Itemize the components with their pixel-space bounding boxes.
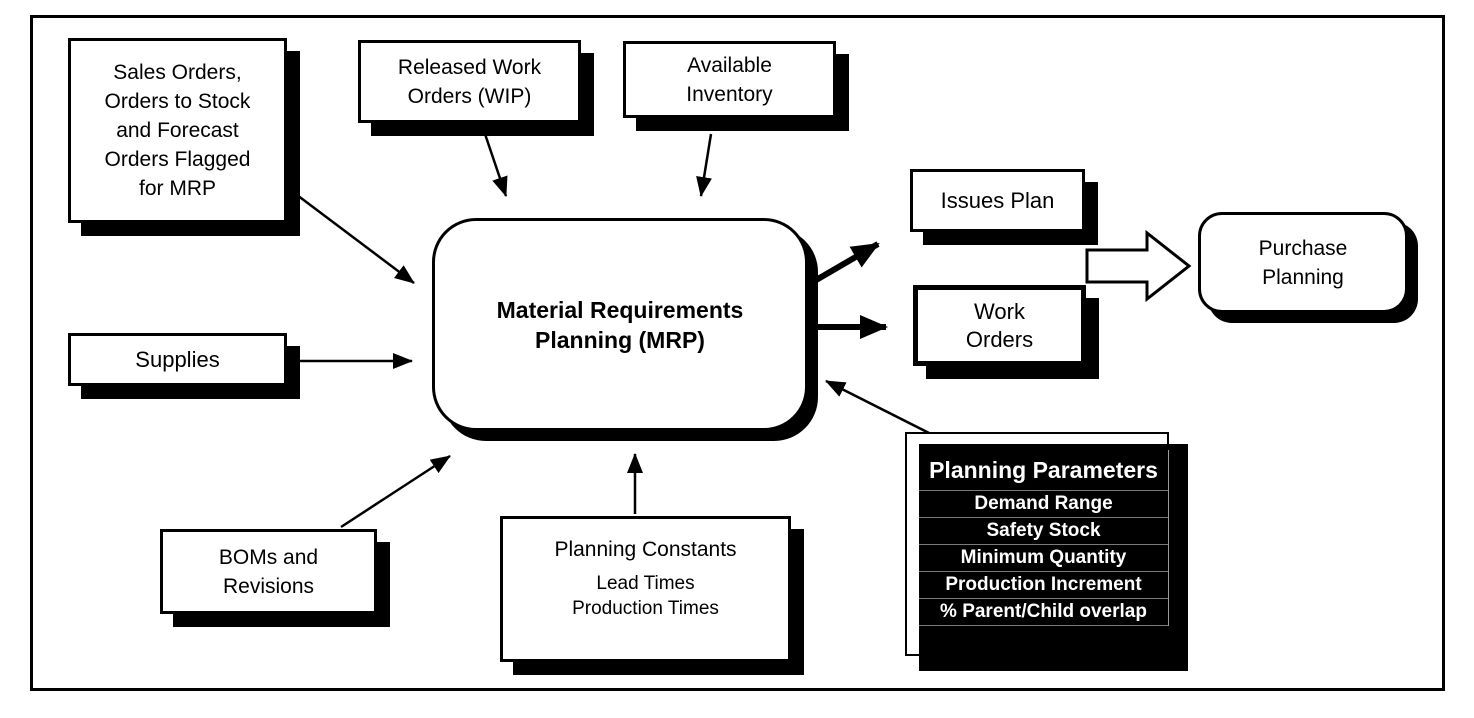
planning-parameter-row: % Parent/Child overlap bbox=[919, 599, 1168, 626]
node-purchase-planning: Purchase Planning bbox=[1198, 212, 1408, 313]
node-supplies: Supplies bbox=[68, 333, 287, 386]
node-released-work-orders: Released Work Orders (WIP) bbox=[358, 40, 581, 123]
node-planning-parameters: Planning Parameters Demand Range Safety … bbox=[919, 444, 1188, 671]
node-sales-orders: Sales Orders, Orders to Stock and Foreca… bbox=[68, 38, 287, 223]
planning-constants-items: Lead Times Production Times bbox=[572, 573, 719, 619]
planning-parameter-row: Production Increment bbox=[919, 572, 1168, 599]
planning-parameters-table: Planning Parameters Demand Range Safety … bbox=[919, 450, 1169, 626]
node-mrp: Material Requirements Planning (MRP) bbox=[432, 218, 808, 431]
planning-parameter-row: Minimum Quantity bbox=[919, 545, 1168, 572]
node-available-inventory: Available Inventory bbox=[623, 41, 836, 118]
node-work-orders: Work Orders bbox=[913, 285, 1086, 366]
planning-parameter-row: Safety Stock bbox=[919, 518, 1168, 545]
planning-constants-title: Planning Constants bbox=[554, 538, 737, 561]
planning-parameter-row: Demand Range bbox=[919, 491, 1168, 518]
node-boms-revisions: BOMs and Revisions bbox=[160, 529, 377, 614]
node-planning-constants: Planning Constants Lead Times Production… bbox=[500, 516, 791, 662]
node-issues-plan: Issues Plan bbox=[910, 169, 1085, 232]
planning-parameters-title: Planning Parameters bbox=[919, 450, 1168, 491]
